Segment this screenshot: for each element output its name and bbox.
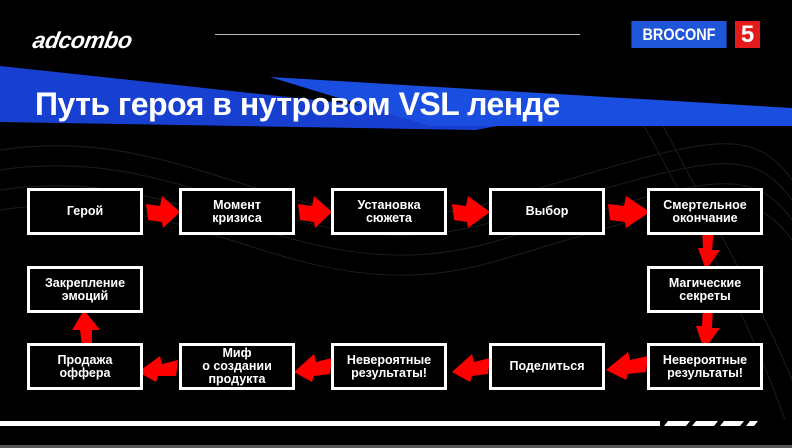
brand-text: BROCONF bbox=[631, 21, 727, 48]
header-divider bbox=[215, 34, 580, 35]
arrow-right-icon bbox=[452, 196, 490, 228]
arrow-right-icon bbox=[608, 196, 650, 228]
arrow-left-icon bbox=[294, 354, 332, 382]
slide-title: Путь героя в нутровом VSL ленде bbox=[35, 86, 560, 122]
step-box: Герой bbox=[27, 188, 143, 235]
arrow-up-icon bbox=[72, 310, 100, 346]
step-box: Поделиться bbox=[489, 343, 605, 390]
blue-band-right bbox=[270, 77, 792, 126]
arrow-down-icon bbox=[696, 305, 720, 350]
footer-stripe bbox=[0, 421, 660, 426]
brand-number: 5 bbox=[735, 21, 760, 48]
step-box: Магические секреты bbox=[647, 266, 763, 313]
broconf-logo: BROCONF 5 bbox=[623, 21, 760, 48]
step-box: Невероятные результаты! bbox=[331, 343, 447, 390]
step-box: Выбор bbox=[489, 188, 605, 235]
bottom-border bbox=[0, 445, 792, 448]
step-box: Невероятные результаты! bbox=[647, 343, 763, 390]
step-box: Закрепление эмоций bbox=[27, 266, 143, 313]
arrow-right-icon bbox=[298, 196, 332, 228]
step-box: Продажа оффера bbox=[27, 343, 143, 390]
blue-band-left bbox=[0, 66, 520, 130]
step-box: Смертельное окончание bbox=[647, 188, 763, 235]
arrow-left-icon bbox=[606, 352, 648, 380]
arrow-left-icon bbox=[138, 356, 178, 382]
arrow-right-icon bbox=[146, 196, 180, 228]
step-box: Момент кризиса bbox=[179, 188, 295, 235]
step-box: Миф о создании продукта bbox=[179, 343, 295, 390]
arrow-down-icon bbox=[698, 228, 720, 270]
arrow-left-icon bbox=[452, 354, 490, 382]
stripe-dashes bbox=[664, 421, 758, 426]
step-box: Установка сюжета bbox=[331, 188, 447, 235]
